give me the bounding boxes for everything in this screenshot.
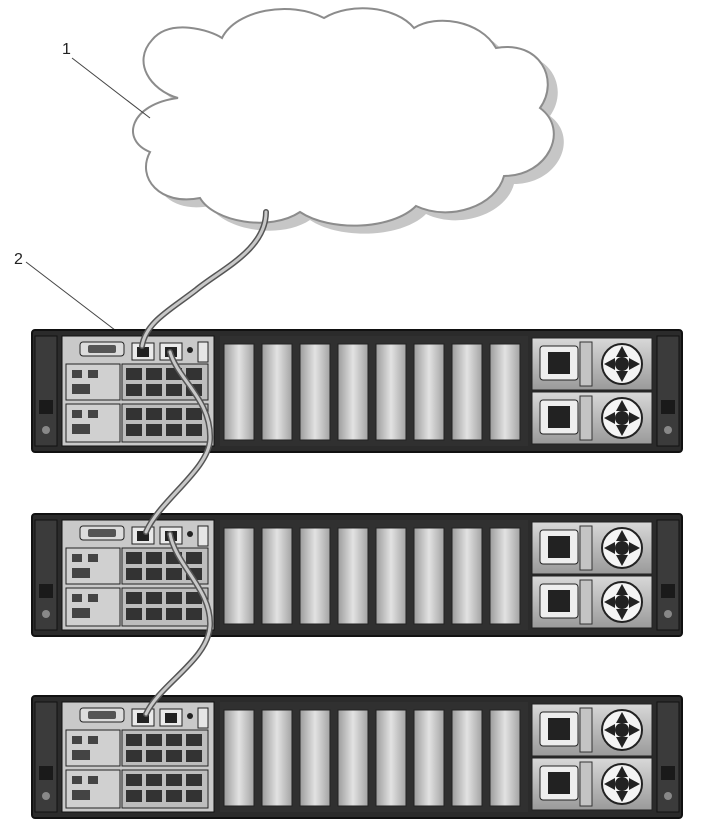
- callout-1: 1: [62, 41, 151, 119]
- callout-2-label: 2: [14, 251, 23, 268]
- network-cloud: [132, 7, 564, 234]
- network-cables: [139, 209, 269, 717]
- callout-2: 2: [14, 251, 129, 341]
- server-3: [31, 695, 683, 819]
- server-2: [31, 513, 683, 637]
- server-1: [31, 329, 683, 453]
- cable-cloud-to-server-1: [139, 209, 269, 349]
- callout-1-label: 1: [62, 41, 71, 58]
